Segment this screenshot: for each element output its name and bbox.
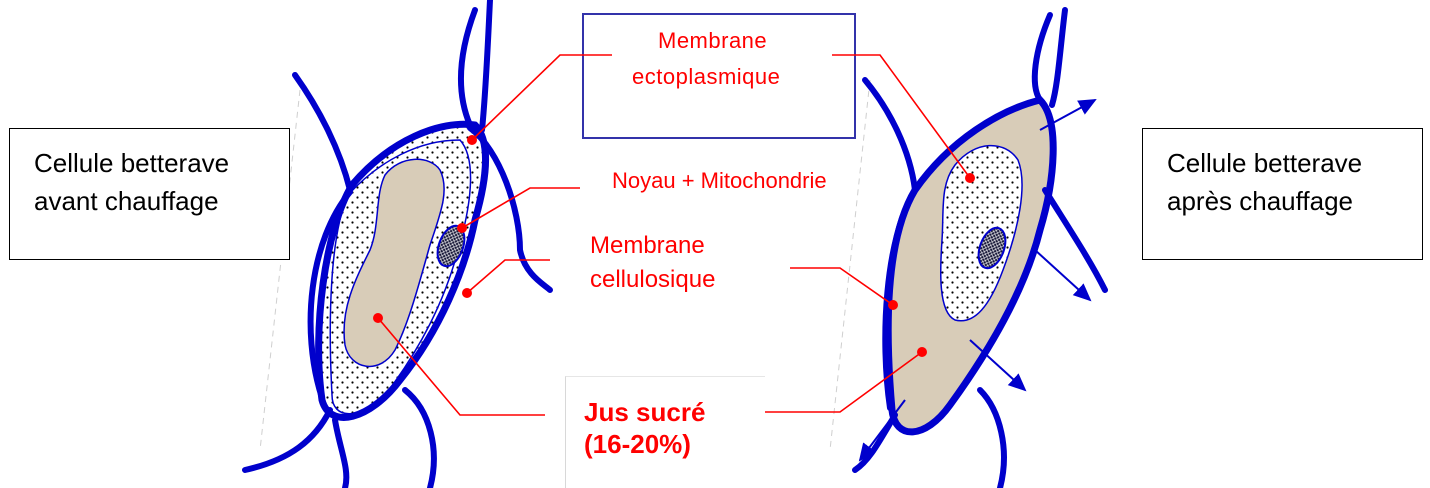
jus-sucre-box: Jus sucré (16-20%) bbox=[565, 376, 765, 488]
label-membrane-cellulosique-2: cellulosique bbox=[590, 266, 715, 294]
right-caption-line2: après chauffage bbox=[1167, 181, 1353, 221]
label-membrane-cellulosique-1: Membrane bbox=[590, 232, 705, 260]
right-caption-line1: Cellule betterave bbox=[1167, 143, 1362, 183]
label-jus-sucre: Jus sucré bbox=[584, 397, 705, 428]
right-caption-box: Cellule betterave après chauffage bbox=[1142, 128, 1423, 260]
left-caption-line2: avant chauffage bbox=[34, 181, 219, 221]
right-cell bbox=[855, 10, 1105, 488]
left-caption-line1: Cellule betterave bbox=[34, 143, 229, 183]
label-noyau-mitochondrie: Noyau + Mitochondrie bbox=[612, 168, 827, 194]
label-membrane-ecto-1: Membrane bbox=[658, 28, 767, 54]
label-membrane-ecto-2: ectoplasmique bbox=[632, 64, 780, 90]
left-caption-box: Cellule betterave avant chauffage bbox=[9, 128, 290, 260]
label-jus-percentage: (16-20%) bbox=[584, 429, 691, 460]
